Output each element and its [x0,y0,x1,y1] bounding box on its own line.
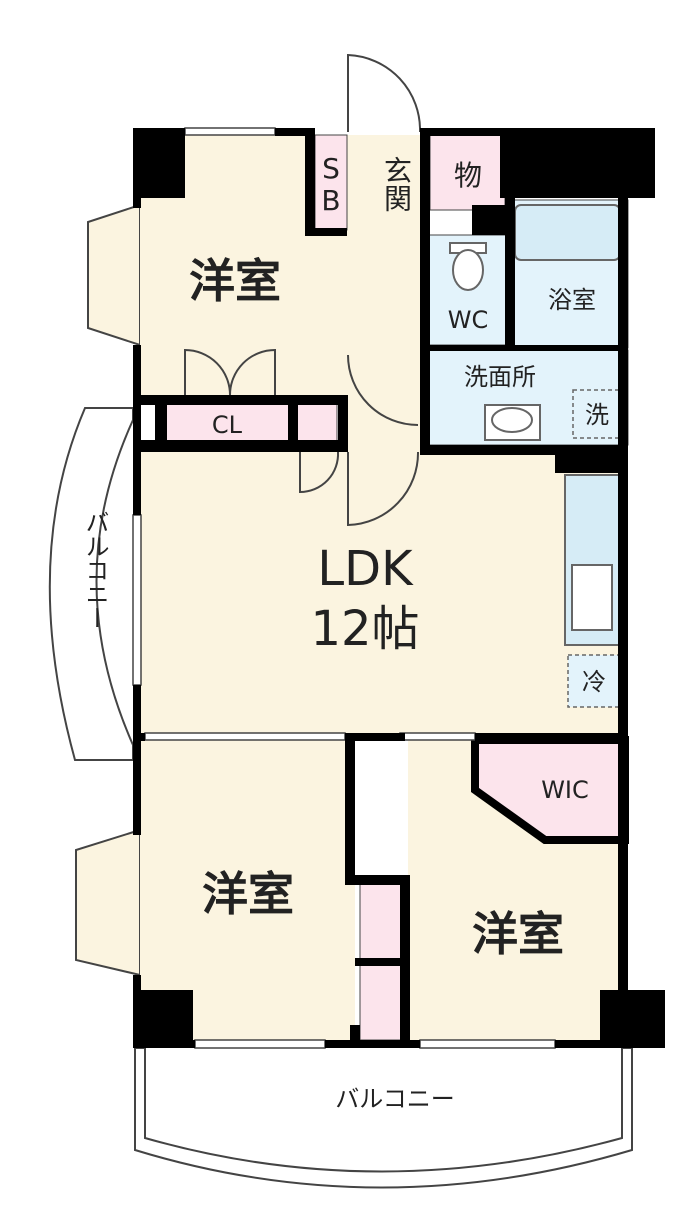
bottom-balcony [134,1047,633,1189]
entrance-door-swing [347,53,422,133]
ldk-size-label: 12帖 [310,601,419,657]
hall-door-swing [347,354,419,426]
closet-door-swing [299,451,340,494]
hall-floor [340,135,425,450]
hall-closet [294,399,338,446]
fridge-space [567,654,621,708]
western-room-3-label: 洋室 [472,907,564,961]
sliding-door-room3 [399,732,476,741]
fridge-label: 冷 [582,668,606,696]
wash-basin-bowl [491,407,533,433]
ldk-door-swing [347,451,420,527]
ldk-label: LDK [317,541,414,597]
bathtub [514,204,621,261]
sliding-door-room2 [144,732,346,741]
window-bottom-right [419,1039,556,1049]
bathroom-label: 浴室 [548,286,596,314]
bay-window-bottom [75,828,141,977]
washer-space [572,389,622,439]
window-bottom-left [194,1039,326,1049]
toilet-bowl [452,249,484,291]
bay-window-top [87,203,141,347]
closet-double-door [184,348,276,396]
shoe-box-label-s: S [322,152,340,185]
ldk-floor [140,450,625,735]
bottom-balcony-label: バルコニー [335,1085,455,1113]
window-ldk [132,514,142,686]
side-balcony [48,407,134,761]
shoe-box-label-b: B [321,184,340,217]
walk-in-closet-label: WIC [541,776,589,804]
closet-label: CL [212,411,243,439]
toilet-label: WC [448,306,489,334]
walls [133,128,665,1048]
washer-label: 洗 [585,401,609,429]
window-top [184,127,276,136]
storage-label: 物 [454,159,482,192]
kitchen-sink [571,564,613,631]
side-balcony-label: バルコニー [81,510,109,630]
western-room-2-label: 洋室 [202,867,294,921]
washroom-label: 洗面所 [464,363,536,391]
western-room-1-label: 洋室 [189,254,281,308]
